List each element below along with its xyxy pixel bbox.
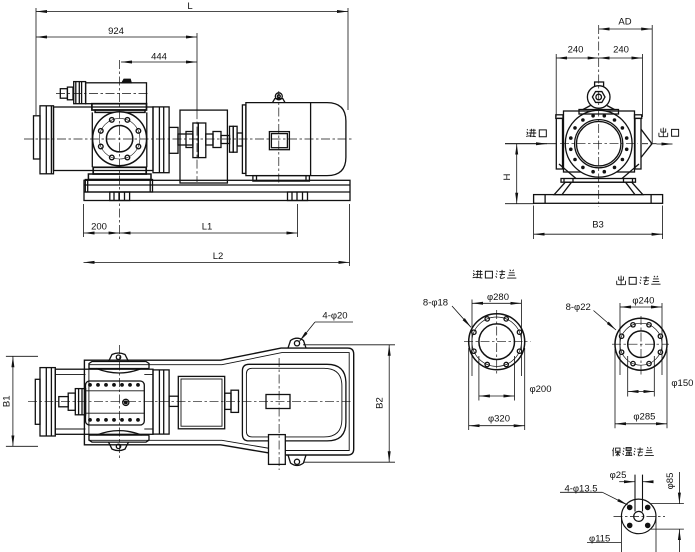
- svg-text:φ85: φ85: [665, 473, 676, 490]
- svg-text:8-φ22: 8-φ22: [566, 302, 591, 313]
- svg-text:φ25: φ25: [610, 470, 627, 481]
- svg-text:φ200: φ200: [529, 384, 551, 395]
- svg-text:φ115: φ115: [589, 534, 610, 545]
- svg-text:φ280: φ280: [487, 292, 509, 303]
- svg-text:444: 444: [151, 52, 167, 63]
- svg-text:B2: B2: [375, 397, 386, 409]
- svg-text:924: 924: [108, 26, 124, 37]
- svg-text:B3: B3: [592, 220, 604, 231]
- svg-text:4-φ13.5: 4-φ13.5: [564, 484, 597, 495]
- svg-text:φ240: φ240: [632, 296, 654, 307]
- svg-text:B1: B1: [2, 395, 13, 407]
- svg-text:φ320: φ320: [488, 414, 510, 425]
- svg-text:4-φ20: 4-φ20: [322, 311, 347, 322]
- svg-text:L2: L2: [213, 251, 224, 262]
- svg-text:AD: AD: [618, 17, 631, 28]
- svg-text:L1: L1: [202, 222, 213, 233]
- svg-text:240: 240: [568, 45, 584, 56]
- svg-text:φ285: φ285: [633, 412, 655, 423]
- svg-text:H: H: [502, 173, 513, 180]
- svg-text:φ150: φ150: [671, 378, 693, 389]
- svg-text:240: 240: [613, 45, 629, 56]
- svg-text:L: L: [187, 1, 192, 12]
- svg-text:8-φ18: 8-φ18: [423, 298, 448, 309]
- svg-text:200: 200: [91, 222, 107, 233]
